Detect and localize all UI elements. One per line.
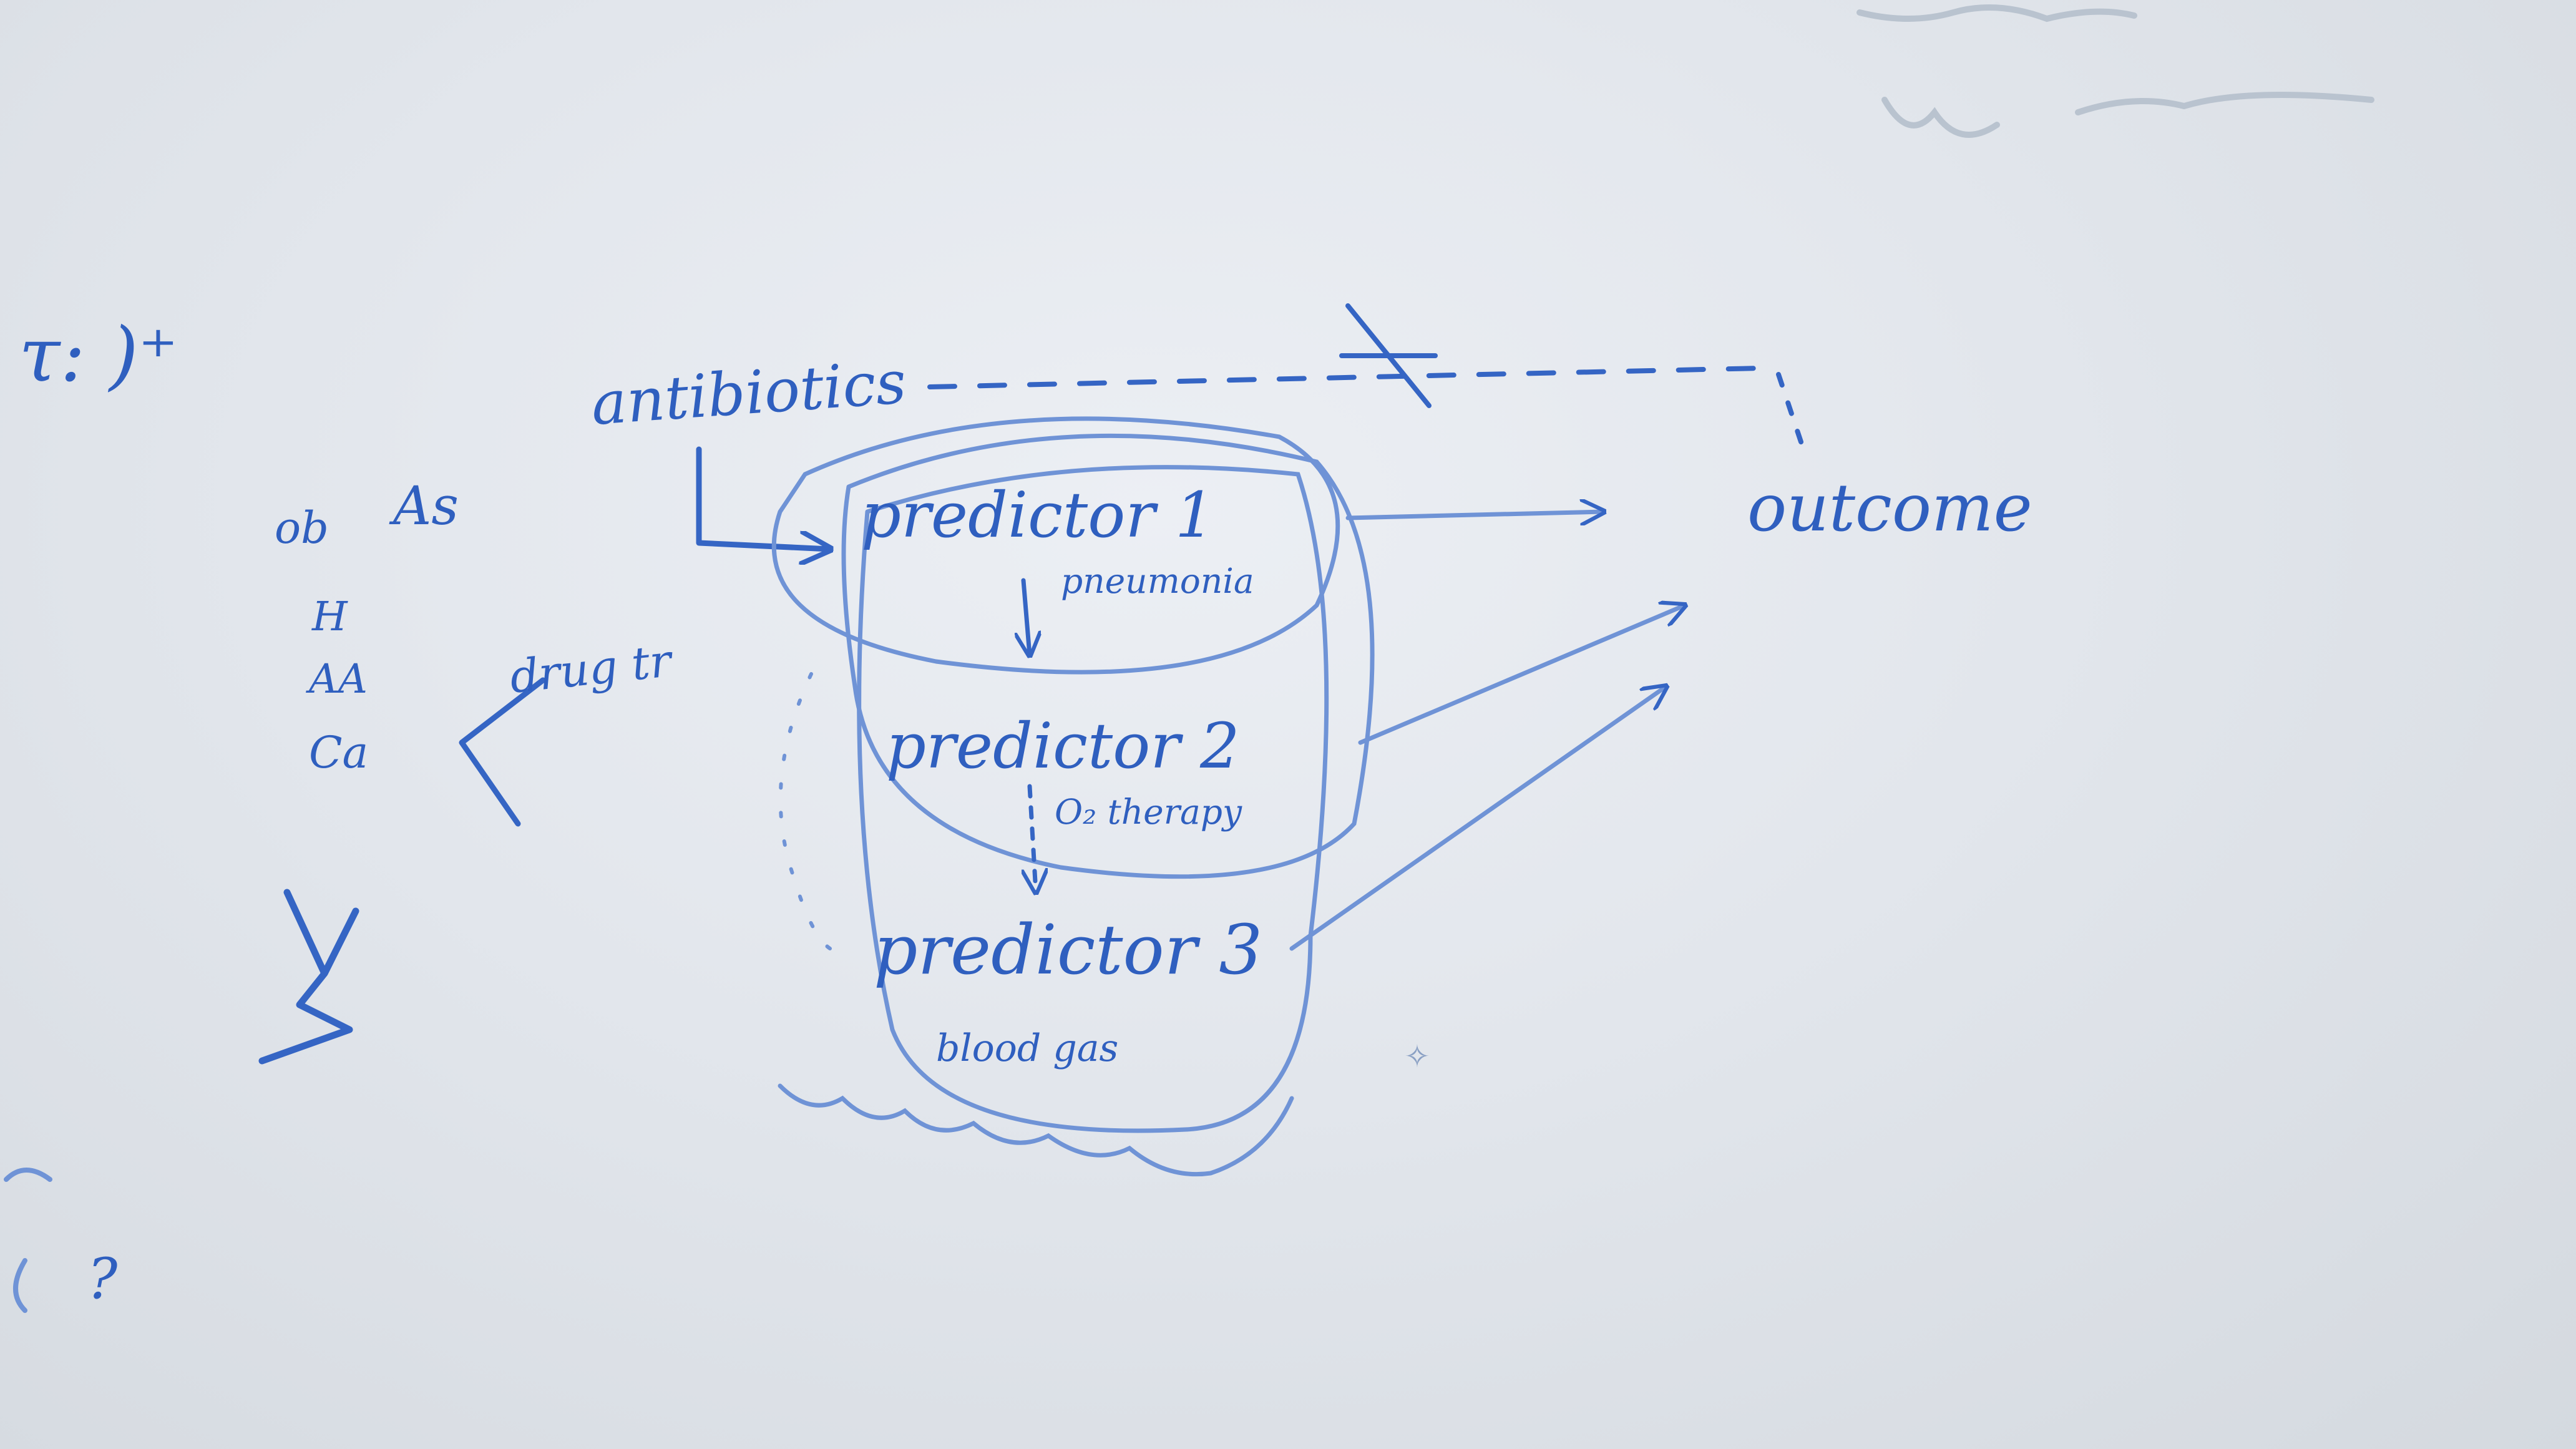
label-blood-gas: blood gas [936,1027,1118,1070]
note-h: H [311,593,348,640]
loop-predictor1 [771,416,1340,675]
loop-predictor2 [841,433,1375,879]
edge-antibiotics-predictor1 [696,446,830,549]
label-predictor3: predictor 3 [874,910,1262,990]
note-ca: Ca [309,727,368,778]
cross-mark [1339,303,1438,408]
loop-predictor3 [857,465,1329,1133]
label-outcome: outcome [1747,470,2032,546]
note-drug-tr: drug tr [507,634,676,703]
left-formula: τ: )⁺ [19,312,178,399]
dotted-hint [778,672,832,950]
dashed-edge-drop [1776,372,1806,452]
label-predictor2: predictor 2 [886,710,1240,783]
edge-predictor1-outcome [1345,512,1604,518]
note-ob: ob [275,502,329,554]
label-o2-therapy: O₂ therapy [1055,792,1242,832]
edge-predictor1-predictor2 [1023,578,1030,655]
edge-predictor2-predictor3 [1030,784,1036,892]
note-aa: AA [306,656,368,703]
dashed-edge-antibiotics-outcome [927,366,1762,389]
edge-predictor3-outcome [1289,686,1666,951]
erased-marks [1856,4,2374,138]
label-predictor1: predictor 1 [861,479,1215,552]
label-antibiotics: antibiotics [589,348,909,439]
bracket-mark [13,1258,27,1313]
small-star: ✧ [1404,1038,1430,1075]
scribble-mark [258,889,359,1065]
edge-predictor2-outcome [1358,605,1685,745]
question-mark: ? [87,1246,118,1312]
tilde-mark [4,1168,52,1182]
note-as: As [389,476,459,537]
label-pneumonia: pneumonia [1061,561,1254,601]
outer-wavy-boundary [778,1083,1294,1177]
bracket [459,677,546,827]
